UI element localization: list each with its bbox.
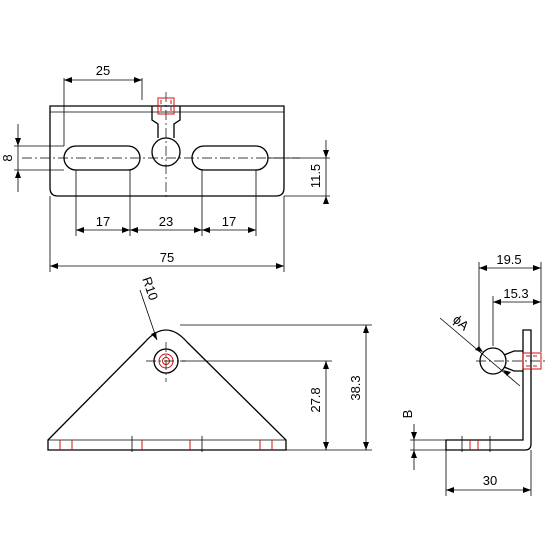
dim-spacing-left: 17 xyxy=(96,214,110,229)
dim-offset-inner: 15.3 xyxy=(503,286,528,301)
slot-left xyxy=(63,145,141,171)
top-plate-outline xyxy=(49,105,285,197)
side-view: 19.5 15.3 ϕA B 30 xyxy=(400,252,548,496)
side-bracket-outline xyxy=(445,329,532,451)
dim-total-length: 75 xyxy=(160,250,174,265)
ball-stud xyxy=(151,137,181,167)
dim-thickness: B xyxy=(400,410,415,419)
dim-spacing-middle: 23 xyxy=(159,214,173,229)
front-view: R10 27.8 38.3 xyxy=(47,275,372,452)
dim-slot-offset: 25 xyxy=(96,63,110,78)
dim-offset-outer: 19.5 xyxy=(496,252,521,267)
dim-spacing-right: 17 xyxy=(222,214,236,229)
front-bracket-outline xyxy=(47,329,287,451)
dim-total-height: 38.3 xyxy=(348,375,363,400)
dim-center-height: 27.8 xyxy=(308,387,323,412)
dim-leg-length: 30 xyxy=(483,473,497,488)
dim-slot-width: 8 xyxy=(0,154,15,161)
dim-ball-diameter: ϕA xyxy=(450,312,472,334)
dim-height-from-bottom: 11.5 xyxy=(308,164,323,188)
top-view: 25 8 11.5 17 23 17 75 xyxy=(0,63,330,272)
weld-marks xyxy=(59,436,273,452)
dim-radius: R10 xyxy=(139,275,161,302)
